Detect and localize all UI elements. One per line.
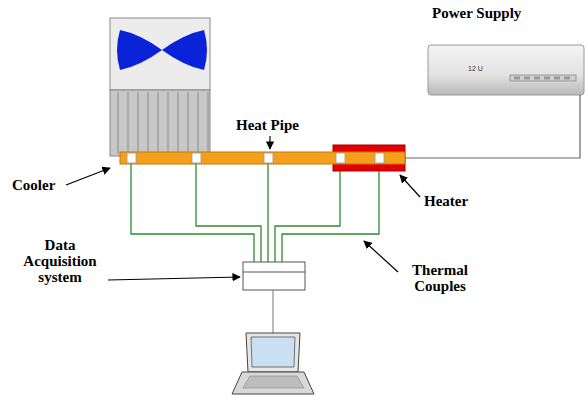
part-label: Heater bbox=[424, 193, 468, 209]
panel-button bbox=[554, 77, 560, 80]
cooler bbox=[110, 18, 210, 156]
fan-blade bbox=[162, 30, 207, 70]
panel-button bbox=[534, 77, 540, 80]
cooler-fin bbox=[148, 92, 149, 154]
cooler-fin bbox=[138, 92, 139, 154]
cooler-fin bbox=[188, 92, 189, 154]
part-label: Data Acquisition system bbox=[14, 237, 106, 285]
fan-blade bbox=[117, 30, 162, 70]
leader-arrows bbox=[66, 136, 420, 280]
panel-button bbox=[564, 77, 570, 80]
heat-pipe bbox=[120, 152, 405, 164]
device-title: Power Supply bbox=[432, 5, 521, 22]
cooler-fin bbox=[168, 92, 169, 154]
device-marking: 12 U bbox=[468, 65, 483, 72]
part-label: Heat Pipe bbox=[236, 117, 299, 133]
part-label: Thermal Couples bbox=[402, 262, 478, 294]
laptop bbox=[232, 333, 314, 394]
power-supply-unit bbox=[428, 45, 584, 95]
panel-button bbox=[524, 77, 530, 80]
cooler-fin bbox=[178, 92, 179, 154]
cooler-fin bbox=[208, 92, 209, 154]
cooler-fin bbox=[198, 92, 199, 154]
panel-button bbox=[514, 77, 520, 80]
part-label: Cooler bbox=[12, 177, 55, 193]
data-acquisition-box bbox=[243, 262, 305, 333]
power-supply-box: Power Supply12 U bbox=[428, 45, 584, 95]
thermocouple-wires bbox=[131, 164, 379, 262]
cooler-fin bbox=[118, 92, 119, 154]
power-wire bbox=[405, 95, 580, 158]
thermocouple-points bbox=[127, 153, 384, 163]
panel-button bbox=[544, 77, 550, 80]
cooler-fin bbox=[128, 92, 129, 154]
cooler-fin bbox=[158, 92, 159, 154]
